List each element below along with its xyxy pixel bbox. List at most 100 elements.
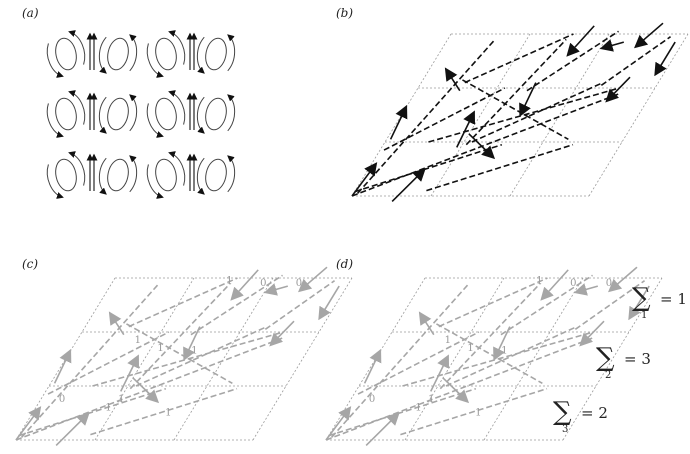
vortex-outer-arc-left: [46, 103, 64, 138]
spin-arrow: [493, 326, 511, 361]
vortex-inner-loop: [205, 158, 227, 192]
bond-number: 0: [570, 278, 576, 289]
spin-arrow: [363, 348, 382, 384]
spin-bond: [331, 282, 470, 438]
spin-arrow: [540, 269, 569, 301]
vortex-outer-arc-left: [46, 164, 64, 199]
vortex-inner-loop: [205, 37, 227, 71]
spin-bond: [464, 33, 574, 84]
vortex-outer-arc-right: [68, 30, 86, 65]
spin-arrow: [566, 25, 595, 57]
bond-number: 1: [445, 335, 451, 346]
vortex-outer-arc-left: [98, 96, 107, 134]
vortex-outer-arc-left: [146, 103, 164, 138]
vortex-outer-arc-right: [168, 151, 186, 186]
spin-bond: [402, 331, 594, 387]
spin-arrow: [351, 162, 378, 197]
spin-bond: [439, 282, 541, 390]
spin-arrow: [519, 82, 537, 117]
bond-number: 1: [226, 275, 232, 286]
vortex-outer-arc-left: [196, 96, 205, 134]
spin-bond: [126, 323, 233, 384]
spin-arrow: [365, 412, 400, 446]
sum-value: = 2: [581, 404, 608, 422]
vortex-outer-arc-left: [146, 43, 164, 78]
spin-bond: [129, 282, 231, 390]
spin-arrow: [456, 110, 476, 148]
vortex-outer-arc-left: [196, 36, 205, 74]
vortex-outer-arc-left: [98, 36, 107, 74]
spin-arrow: [108, 311, 125, 336]
panel-label-a: (a): [22, 6, 39, 20]
spin-bond: [325, 336, 595, 441]
vortex-cell: [146, 151, 186, 199]
lattice-line: [404, 277, 505, 441]
bond-number: 0: [296, 278, 302, 289]
spin-arrow: [579, 320, 605, 347]
bond-number: 1: [415, 402, 421, 413]
spin-arrow: [573, 283, 599, 296]
bond-number: 1: [165, 408, 171, 419]
lattice-line: [94, 277, 195, 441]
spin-bond: [526, 30, 619, 92]
spin-arrow: [605, 76, 631, 103]
sum-symbol: ∑: [596, 343, 615, 373]
panel-a-vortex-rows: [46, 30, 236, 199]
spin-arrow: [442, 377, 470, 404]
vortex-inner-loop: [155, 37, 177, 71]
spin-bond: [264, 280, 336, 330]
bond-number: 0: [59, 394, 65, 405]
spin-bond: [18, 387, 167, 437]
spin-arrow: [298, 266, 328, 293]
vortex-outer-arc-right: [168, 30, 186, 65]
vortex-cell: [46, 30, 86, 78]
spin-bond: [357, 38, 496, 194]
spin-bond: [383, 87, 506, 151]
sum-index: 3: [562, 424, 568, 435]
spin-arrow: [628, 285, 650, 321]
bond-number: 0: [260, 278, 266, 289]
spin-arrow: [120, 354, 140, 392]
vortex-outer-arc-left: [196, 157, 205, 195]
spin-bond: [400, 387, 548, 436]
spin-arrow: [654, 41, 676, 77]
vortex-cell: [46, 151, 86, 199]
bond-number: 1: [105, 402, 111, 413]
spin-arrow: [444, 67, 461, 92]
spin-bond: [354, 143, 503, 193]
vortex-inner-loop: [107, 97, 129, 131]
vortex-outer-arc-right: [68, 151, 86, 186]
spin-bond: [428, 87, 620, 143]
panel-label-c: (c): [22, 257, 38, 271]
vortex-inner-loop: [55, 97, 77, 131]
vortex-inner-loop: [107, 37, 129, 71]
bond-number: 0: [606, 278, 612, 289]
bond-number: 1: [475, 408, 481, 419]
panel-b-spin-lattice: [351, 22, 689, 202]
sum-symbol: ∑: [553, 397, 572, 427]
vortex-outer-arc-right: [68, 90, 86, 125]
vortex-inner-loop: [155, 97, 177, 131]
spin-bond: [128, 277, 238, 328]
vortex-outer-arc-left: [46, 43, 64, 78]
spin-arrow: [325, 406, 352, 441]
lattice-line: [430, 33, 531, 197]
bond-number: 1: [118, 394, 124, 405]
spin-bond: [436, 323, 543, 384]
bond-number: 1: [428, 394, 434, 405]
spin-arrow: [15, 406, 42, 441]
spin-arrow: [389, 104, 408, 140]
panel-label-b: (b): [336, 6, 353, 20]
vortex-cell: [98, 155, 138, 195]
spin-bond: [462, 79, 569, 140]
vortex-outer-arc-right: [129, 34, 138, 72]
vortex-outer-arc-left: [146, 164, 164, 199]
bond-number: 1: [191, 346, 197, 357]
vortex-cell: [98, 94, 138, 134]
spin-arrow: [183, 326, 201, 361]
vortex-outer-arc-right: [227, 155, 236, 193]
spin-arrow: [418, 311, 435, 336]
vortex-cell: [46, 90, 86, 138]
spin-bond: [500, 274, 593, 336]
